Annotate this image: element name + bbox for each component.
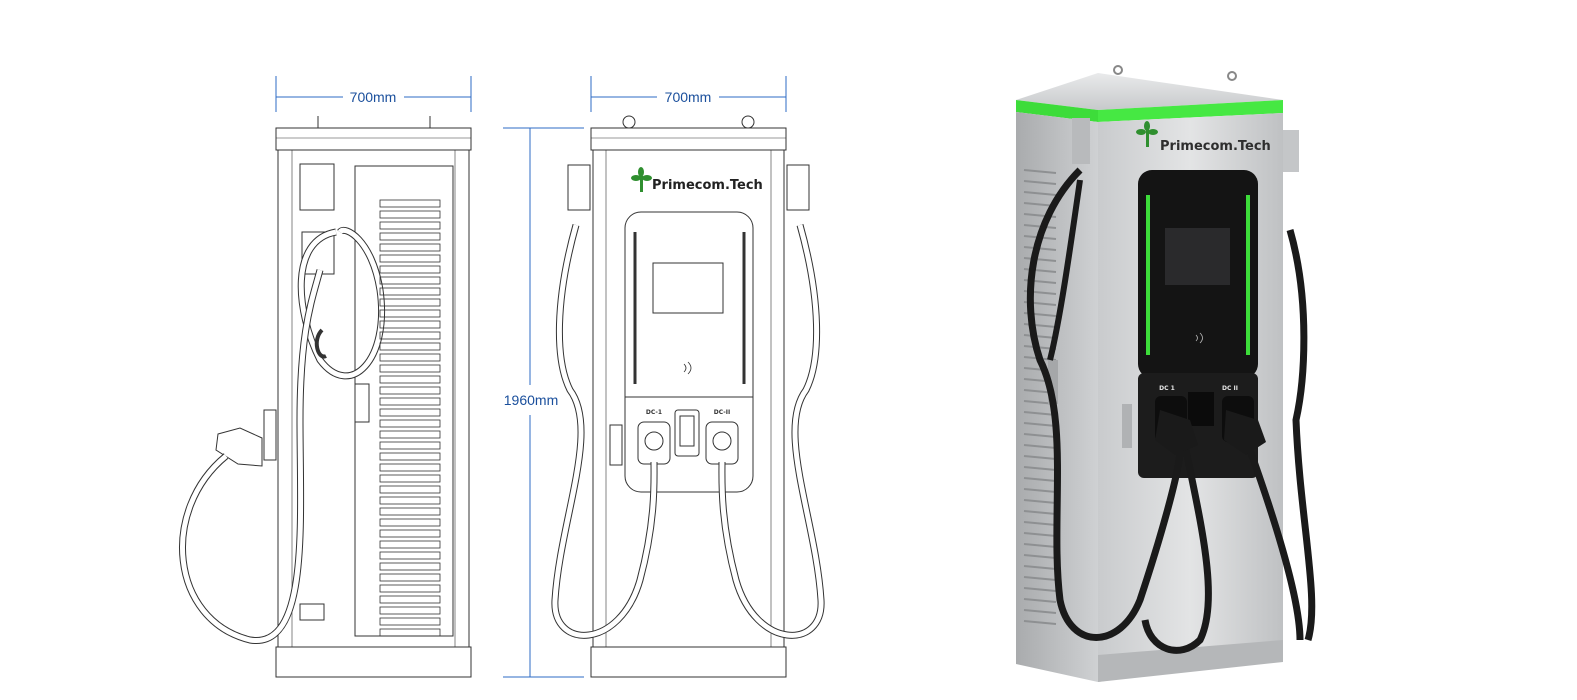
vent-slat — [1023, 510, 1057, 515]
vent-slat — [1023, 334, 1057, 339]
vent-slat — [1023, 587, 1057, 592]
render-port-left-label: DC 1 — [1159, 385, 1175, 392]
vent-slat — [379, 265, 441, 274]
vent-slat — [1023, 169, 1057, 174]
vent-slat — [1023, 554, 1057, 559]
vent-slat — [1023, 180, 1057, 185]
front-brand-name: Primecom.Tech — [652, 178, 763, 193]
vent-slat — [1023, 521, 1057, 526]
front-width-label: 700mm — [665, 89, 712, 105]
vent-slat — [379, 562, 441, 571]
vent-slat — [379, 243, 441, 252]
height-dimension — [503, 127, 584, 678]
vent-slat — [379, 221, 441, 230]
vent-slat — [1023, 433, 1057, 438]
vent-slat — [1023, 488, 1057, 493]
vent-slat — [379, 573, 441, 582]
front-view-drawing — [551, 115, 825, 678]
vent-slat — [379, 463, 441, 472]
vent-slat — [379, 419, 441, 428]
vent-slat — [1023, 191, 1057, 196]
front-logo: Primecom.Tech — [631, 167, 763, 193]
vent-slat — [379, 529, 441, 538]
vent-slat — [1023, 444, 1057, 449]
vent-slat — [379, 595, 441, 604]
render-logo: Primecom.Tech — [1136, 121, 1271, 154]
render-display — [1165, 228, 1230, 285]
vent-slat — [379, 320, 441, 329]
vent-slat — [379, 254, 441, 263]
vent-slat — [379, 342, 441, 351]
sprout-logo-icon — [631, 167, 652, 192]
vent-slat — [379, 331, 441, 340]
vent-slat — [379, 375, 441, 384]
vent-slat — [379, 276, 441, 285]
vent-slat — [1023, 532, 1057, 537]
vent-slat — [379, 441, 441, 450]
height-label: 1960mm — [504, 392, 558, 408]
vent-slat — [379, 507, 441, 516]
vent-slat — [379, 496, 441, 505]
vent-slat — [379, 309, 441, 318]
render-port-right-label: DC II — [1222, 385, 1238, 392]
vent-slat — [1023, 411, 1057, 416]
vent-slat — [379, 386, 441, 395]
vent-slat — [1023, 422, 1057, 427]
vent-slat — [1023, 466, 1057, 471]
vent-slat — [379, 199, 441, 208]
vent-slat — [379, 232, 441, 241]
side-width-label: 700mm — [350, 89, 397, 105]
vent-slat — [1023, 257, 1057, 262]
vent-slat — [1023, 543, 1057, 548]
vent-slat — [1023, 477, 1057, 482]
vent-slat — [379, 408, 441, 417]
side-view-drawing — [179, 116, 472, 678]
vent-slat — [1023, 620, 1057, 625]
vent-slat — [379, 551, 441, 560]
front-width-dimension — [590, 76, 787, 112]
side-view-vents — [379, 199, 441, 637]
vent-slat — [379, 353, 441, 362]
vent-slat — [379, 584, 441, 593]
front-port-left-label: DC-1 — [646, 409, 662, 416]
vent-slat — [379, 485, 441, 494]
vent-slat — [379, 397, 441, 406]
render-brand-name: Primecom.Tech — [1160, 139, 1271, 154]
vent-slat — [379, 430, 441, 439]
front-port-right-label: DC-II — [714, 409, 730, 416]
vent-slat — [379, 474, 441, 483]
vent-slat — [1023, 499, 1057, 504]
vent-slat — [1023, 565, 1057, 570]
charger-render — [1016, 65, 1316, 682]
vent-slat — [379, 364, 441, 373]
vent-slat — [1023, 576, 1057, 581]
vent-slat — [379, 298, 441, 307]
vent-slat — [379, 540, 441, 549]
vent-slat — [379, 606, 441, 615]
vent-slat — [379, 287, 441, 296]
vent-slat — [1023, 609, 1057, 614]
vent-slat — [1023, 455, 1057, 460]
vent-slat — [1023, 598, 1057, 603]
vent-slat — [379, 518, 441, 527]
side-width-dimension — [275, 76, 472, 112]
sprout-logo-icon — [1136, 121, 1158, 147]
vent-slat — [379, 617, 441, 626]
vent-slat — [379, 628, 441, 637]
vent-slat — [379, 210, 441, 219]
vent-slat — [379, 452, 441, 461]
